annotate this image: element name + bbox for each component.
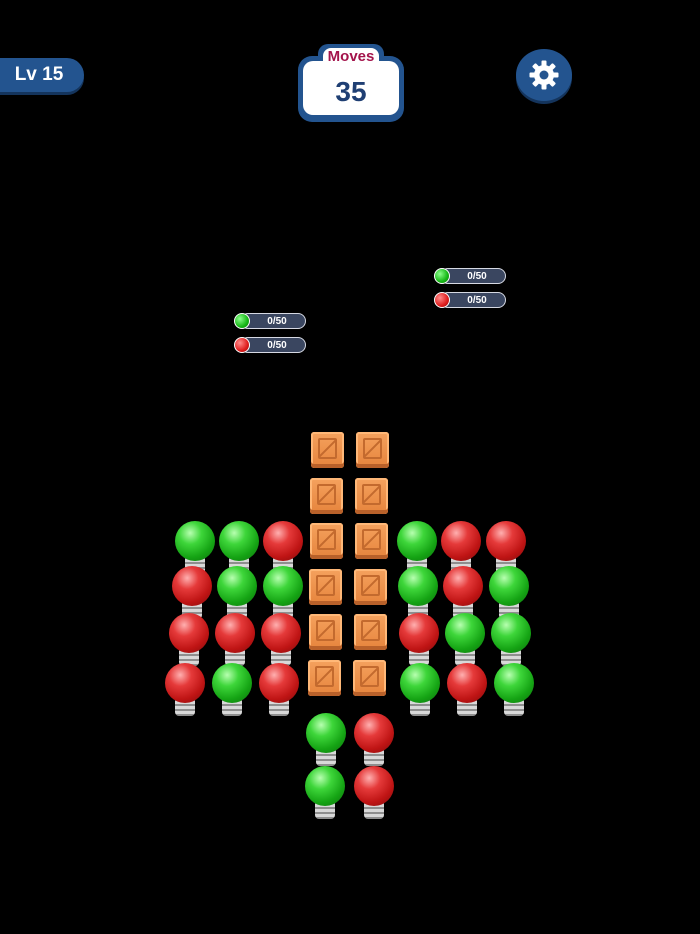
wooden-crate[interactable]	[309, 523, 343, 559]
gear-icon	[529, 60, 559, 90]
moves-label: Moves	[327, 48, 375, 65]
red-bulb-icon	[434, 292, 450, 308]
wooden-crate[interactable]	[310, 477, 344, 514]
wooden-crate[interactable]	[308, 614, 342, 650]
goal-counter-red: 0/50	[440, 292, 506, 308]
wooden-crate[interactable]	[308, 659, 341, 696]
red-bulb[interactable]	[486, 521, 526, 577]
red-bulb[interactable]	[259, 663, 299, 719]
green-bulb[interactable]	[491, 613, 531, 669]
green-bulb[interactable]	[400, 663, 440, 719]
settings-button[interactable]	[516, 49, 572, 101]
wooden-crate[interactable]	[354, 523, 388, 559]
red-bulb[interactable]	[261, 613, 301, 669]
red-bulb[interactable]	[354, 713, 394, 769]
green-bulb[interactable]	[306, 713, 346, 769]
wooden-crate[interactable]	[309, 568, 343, 605]
moves-value: 35	[335, 76, 367, 107]
green-bulb-icon	[234, 313, 250, 329]
wooden-crate[interactable]	[356, 432, 389, 468]
red-bulb[interactable]	[165, 663, 205, 719]
wooden-crate[interactable]	[353, 659, 386, 696]
red-bulb[interactable]	[447, 663, 487, 719]
green-bulb[interactable]	[212, 663, 252, 719]
wooden-crate[interactable]	[355, 477, 389, 514]
level-badge: Lv 15	[0, 58, 84, 92]
green-bulb[interactable]	[494, 663, 534, 719]
wooden-crate[interactable]	[353, 614, 387, 650]
red-bulb-icon	[234, 337, 250, 353]
green-bulb[interactable]	[263, 566, 303, 622]
red-bulb[interactable]	[354, 766, 394, 822]
wooden-crate[interactable]	[311, 432, 344, 468]
red-bulb[interactable]	[215, 613, 255, 669]
green-bulb-icon	[434, 268, 450, 284]
red-bulb[interactable]	[169, 613, 209, 669]
wooden-crate[interactable]	[354, 568, 388, 605]
green-bulb[interactable]	[445, 613, 485, 669]
red-bulb[interactable]	[399, 613, 439, 669]
moves-counter: Moves 35	[298, 44, 404, 122]
red-bulb[interactable]	[443, 566, 483, 622]
green-bulb[interactable]	[305, 766, 345, 822]
